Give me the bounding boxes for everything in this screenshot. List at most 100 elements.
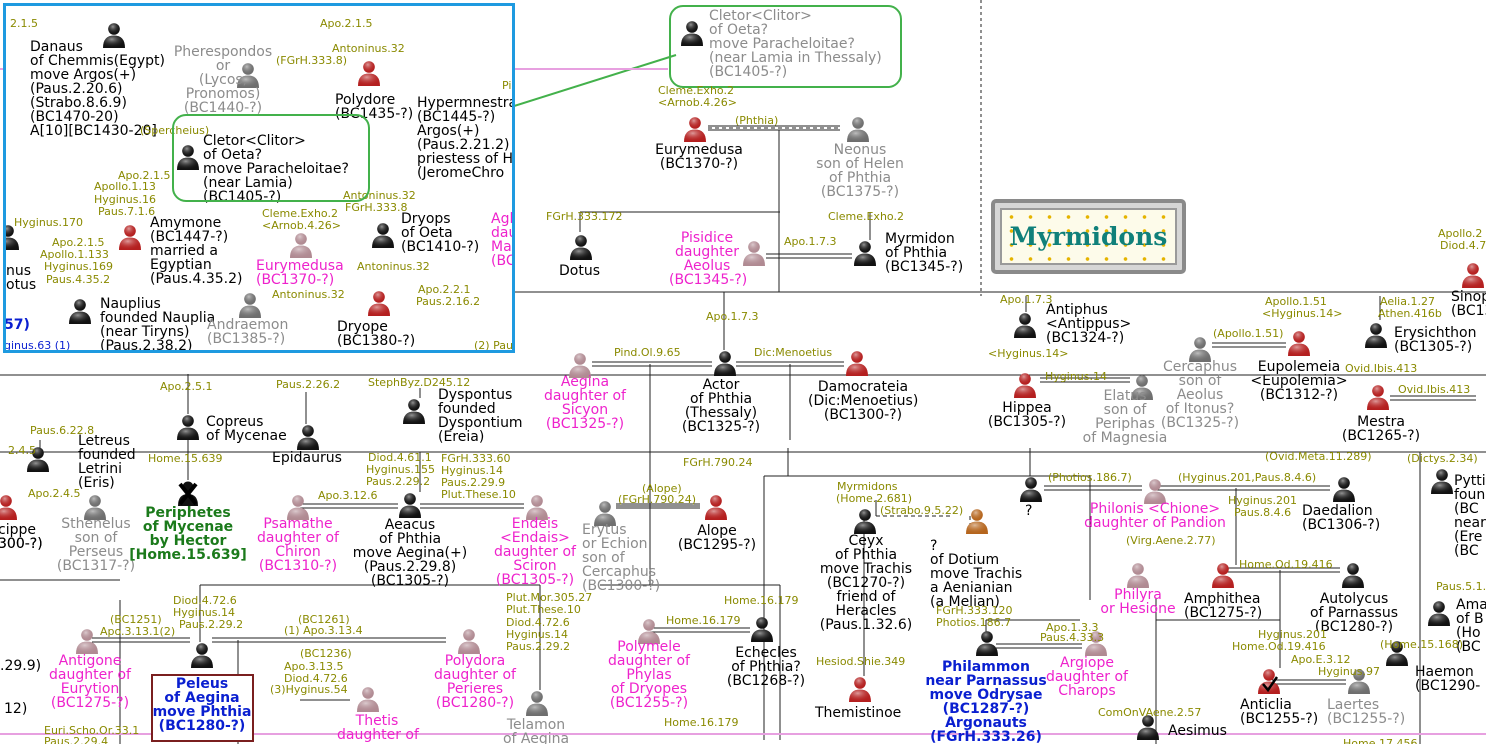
label-line: Autolycus — [1319, 591, 1389, 607]
source-reference: Hyginus.169 — [44, 260, 113, 273]
echecles-person-icon — [750, 616, 774, 642]
label-line: Dyspontus — [438, 387, 513, 403]
top-cletor-person-icon — [680, 20, 704, 46]
label-line: (BC1275-?) — [1184, 605, 1263, 621]
label-line: of Mycenae — [206, 428, 287, 444]
label-line: (BC — [1454, 501, 1479, 517]
pytti-person-icon — [1430, 468, 1454, 494]
label-line: (BC1268-?) — [726, 673, 806, 689]
label-line: (BC1300-?) — [823, 407, 903, 423]
hippea-person-icon — [1013, 372, 1037, 398]
ama-person-icon — [1427, 600, 1451, 626]
label-line: Laertes — [1327, 697, 1380, 713]
label-line: Sthenelus — [61, 516, 131, 532]
label-line: (BC1370-?) — [659, 156, 739, 172]
label-line: Echecles — [735, 645, 797, 661]
amphithea-label: Amphithea(BC1275-?) — [1184, 592, 1262, 620]
source-reference: Antoninus.32 — [272, 288, 345, 301]
label-line: Psamathe — [263, 516, 333, 532]
label-line: daughter of — [608, 653, 690, 669]
copreus-person-icon — [176, 414, 200, 440]
source-reference: Diod.4.61.1 — [368, 451, 432, 464]
damocrateia-person-icon — [845, 350, 869, 376]
label-line: Periphetes — [145, 505, 231, 521]
label-line: (near Tiryns) — [100, 324, 190, 340]
source-reference: Hyginus.14 — [441, 464, 503, 477]
source-reference: (BC1251) — [110, 613, 162, 626]
label-line: Sinop — [1451, 289, 1486, 305]
label-line: Telamon — [506, 717, 566, 733]
label-line: (Thessaly) — [684, 405, 758, 421]
label-line: Andraemon — [207, 317, 289, 333]
source-reference: FGrH.333.8 — [345, 201, 408, 214]
sthenelus-person-icon — [83, 494, 107, 520]
label-line: of Dryopes — [610, 681, 688, 697]
dotus-label: Dotus — [559, 264, 600, 278]
label-line: (BC — [1454, 543, 1479, 559]
source-reference: (Alope) — [642, 482, 682, 495]
pisidice-person-icon — [742, 240, 766, 266]
highlight-box-top — [669, 5, 902, 88]
label-line: Polydore — [335, 92, 396, 108]
label-line: Endeis — [511, 516, 559, 532]
source-reference: Apo.2.2.1 — [418, 283, 471, 296]
label-line: (BC1375-?) — [820, 184, 900, 200]
unknown-label: ? — [1025, 504, 1032, 518]
amymone-person-icon — [118, 224, 142, 250]
top-cletor-label: Cletor<Clitor>of Oeta?move Paracheloitae… — [709, 9, 882, 79]
label-line: (BC1440-?) — [183, 100, 263, 116]
label-line: Aegina — [560, 374, 610, 390]
label-line: Philonis <Chione> — [1089, 501, 1221, 517]
label-line: of Phthia — [828, 170, 892, 186]
label-line: or — [215, 58, 231, 74]
source-reference: FGrH.333.172 — [546, 210, 623, 223]
source-reference: (Ovid.Meta.11.289) — [1265, 450, 1372, 463]
label-line: otus — [6, 277, 37, 293]
label-line: ? — [1025, 503, 1033, 519]
label-line: of Aegina — [164, 690, 240, 706]
label-line: (BC — [491, 253, 515, 269]
source-reference: Hyginus.14 — [1045, 370, 1107, 383]
label-line: (BC1287-?) — [942, 701, 1030, 717]
label-line: ? — [930, 538, 938, 554]
label-line: <Antippus> — [1046, 316, 1132, 332]
label-line: (BC1345-?) — [669, 272, 748, 288]
label-line: Hypermnestra — [417, 95, 515, 111]
label-line: Alope — [697, 523, 737, 539]
source-reference: Apollo.1.13 — [94, 180, 156, 193]
label-line: (BC1255-?) — [1327, 711, 1406, 727]
label-line: (BC1445-?) — [417, 109, 496, 125]
erytus-person-icon — [593, 500, 617, 526]
unknown-person-icon — [1019, 476, 1043, 502]
source-reference: (Home.15.168) — [1380, 638, 1464, 651]
label-line: (BC1370-?) — [256, 272, 335, 288]
nus-person-icon — [6, 224, 20, 250]
label-line: of Phthia — [834, 547, 898, 563]
label-line: Eurymedusa — [256, 258, 344, 274]
label-line: Philyra — [1114, 587, 1162, 603]
label-line: Cletor<Clitor> — [709, 8, 812, 24]
label-line: (BC1447-?) — [150, 229, 229, 245]
label-line: [Home.15.639] — [129, 547, 247, 563]
label-line: founded — [78, 447, 136, 463]
source-reference: Ovid.Ibis.413 — [1398, 383, 1471, 396]
source-reference: Photios.186.7 — [936, 616, 1012, 629]
haemon-label: Haemon(BC1290- — [1415, 665, 1480, 693]
label-line: (BC1305-?) — [370, 573, 450, 589]
label-line: son of — [1178, 373, 1222, 389]
source-reference: Euri.Scho.Or.33.1 — [44, 724, 140, 737]
label-line: (BC136 — [1451, 303, 1486, 319]
label-line: married a — [150, 243, 218, 259]
alope-person-icon — [704, 494, 728, 520]
cippe-person-icon — [0, 494, 18, 520]
source-reference: Paus.7.1.6 — [98, 205, 156, 218]
antigone-person-icon — [75, 628, 99, 654]
amphithea-person-icon — [1211, 562, 1235, 588]
source-reference: <Arnob.4.26> — [658, 96, 737, 109]
label-line: (BC1265-?) — [1341, 428, 1421, 444]
